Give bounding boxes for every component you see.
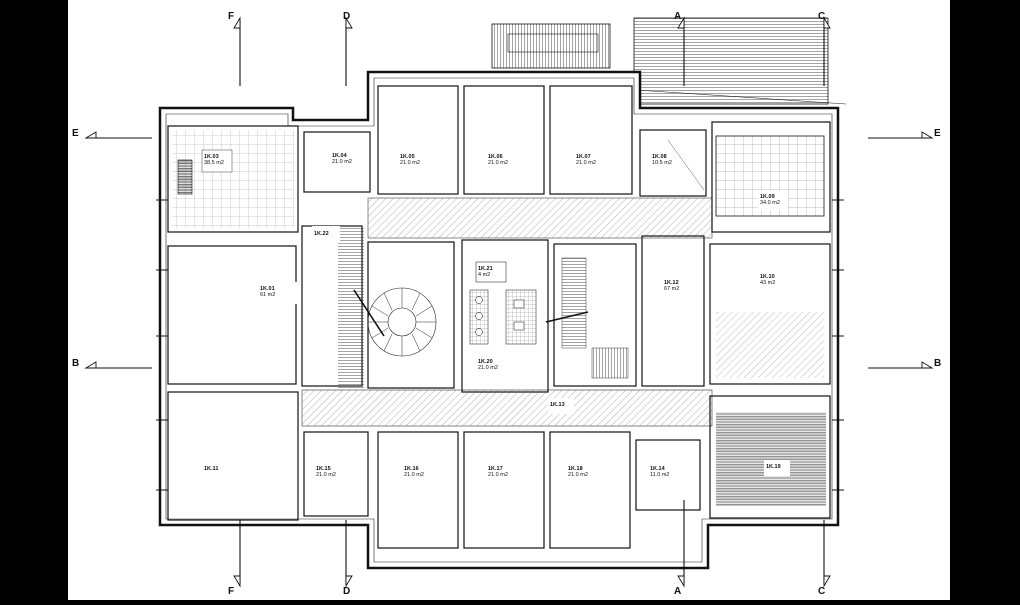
- room-1K-06-area: 21.0 m2: [488, 160, 508, 166]
- section-label-d-bottom: D: [343, 586, 350, 597]
- room-1K-16-id: 1K.16: [404, 466, 419, 472]
- room-1K-17-area: 21.0 m2: [488, 472, 508, 478]
- room-1K-09-area: 34.0 m2: [760, 200, 780, 206]
- room-1K-12-area: 67 m2: [664, 286, 679, 292]
- room-1K-10-id: 1K.10: [760, 274, 775, 280]
- top-stair-annex: [491, 17, 847, 105]
- section-label-f-bottom: F: [228, 586, 234, 597]
- room-1K-08-area: 10.5 m2: [652, 160, 672, 166]
- section-label-c-top: C: [818, 11, 825, 22]
- room-1K-08: 1K.08 10.5 m2: [639, 129, 707, 197]
- room-1K-11-id: 1K.11: [204, 466, 218, 472]
- room-1K-04-area: 21.0 m2: [332, 159, 352, 165]
- section-label-e-left: E: [72, 128, 79, 139]
- section-label-d-top: D: [343, 11, 350, 22]
- room-1K-16: 1K.16 21.0 m2: [377, 431, 459, 549]
- room-1K-05-id: 1K.05: [400, 154, 415, 160]
- main-stair-hall: [353, 241, 455, 389]
- drawing-sheet: 1K.03 38.5 m2 1K.04 21.0 m2 1K.05 21.0 m…: [68, 0, 950, 600]
- room-1K-16-area: 21.0 m2: [404, 472, 424, 478]
- room-1K-12-id: 1K.12: [664, 280, 679, 286]
- room-1K-03-id: 1K.03: [204, 154, 219, 160]
- section-lines: [88, 20, 930, 584]
- room-1K-11: 1K.11: [167, 391, 299, 521]
- window-ticks: [156, 199, 844, 491]
- room-1K-20-area: 21.0 m2: [478, 365, 498, 371]
- room-1K-13-id: 1K.13: [550, 402, 565, 408]
- room-1K-22: 1K.22: [312, 226, 340, 242]
- room-1K-14: 1K.14 11.0 m2: [635, 439, 701, 511]
- room-1K-19: 1K.19: [709, 395, 831, 519]
- room-1K-01-area: 61 m2: [260, 292, 275, 298]
- section-arrows: [84, 16, 934, 588]
- room-1K-14-id: 1K.14: [650, 466, 666, 472]
- room-1K-12: 1K.12 67 m2: [641, 235, 705, 387]
- section-label-a-top: A: [674, 11, 681, 22]
- room-1K-18: 1K.18 21.0 m2: [549, 431, 631, 549]
- room-1K-19-id: 1K.19: [766, 464, 781, 470]
- room-1K-15-id: 1K.15: [316, 466, 331, 472]
- room-1K-01: 1K.01 61 m2: [167, 245, 302, 385]
- room-1K-17: 1K.17 21.0 m2: [463, 431, 545, 549]
- section-label-b-left: B: [72, 358, 79, 369]
- room-1K-05: 1K.05 21.0 m2: [377, 85, 459, 195]
- room-1K-07: 1K.07 21.0 m2: [549, 85, 633, 195]
- floor-plan: 1K.03 38.5 m2 1K.04 21.0 m2 1K.05 21.0 m…: [72, 11, 941, 597]
- room-1K-07-area: 21.0 m2: [576, 160, 596, 166]
- room-1K-08-id: 1K.08: [652, 154, 667, 160]
- room-1K-21-id: 1K.21: [478, 266, 493, 272]
- room-1K-06: 1K.06 21.0 m2: [463, 85, 545, 195]
- section-label-f-top: F: [228, 11, 234, 22]
- room-1K-21-area: 4 m2: [478, 272, 490, 278]
- room-1K-10-area: 43 m2: [760, 280, 775, 286]
- room-1K-18-area: 21.0 m2: [568, 472, 588, 478]
- room-1K-01-id: 1K.01: [260, 286, 275, 292]
- room-1K-14-area: 11.0 m2: [650, 472, 669, 478]
- room-1K-06-id: 1K.06: [488, 154, 503, 160]
- room-1K-15: 1K.15 21.0 m2: [303, 431, 369, 517]
- section-label-b-right: B: [934, 358, 941, 369]
- room-1K-04-id: 1K.04: [332, 153, 348, 159]
- room-1K-18-id: 1K.18: [568, 466, 583, 472]
- room-1K-10: 1K.10 43 m2: [709, 243, 831, 385]
- room-1K-22-id: 1K.22: [314, 231, 329, 237]
- section-label-a-bottom: A: [674, 586, 681, 597]
- section-labels: F D A C F D A C E E B B: [72, 11, 941, 597]
- room-1K-09-id: 1K.09: [760, 194, 775, 200]
- room-1K-03-area: 38.5 m2: [204, 160, 224, 166]
- room-1K-20-id: 1K.20: [478, 359, 493, 365]
- room-1K-04: 1K.04 21.0 m2: [303, 131, 371, 193]
- room-1K-15-area: 21.0 m2: [316, 472, 336, 478]
- secondary-stair: [545, 243, 637, 387]
- section-label-c-bottom: C: [818, 586, 825, 597]
- room-1K-07-id: 1K.07: [576, 154, 591, 160]
- room-1K-09: 1K.09 34.0 m2: [711, 121, 831, 233]
- central-core: 1K.21 4 m2 1K.20 21.0 m2: [461, 239, 549, 393]
- room-1K-05-area: 21.0 m2: [400, 160, 420, 166]
- south-corridor: 1K.13: [301, 389, 713, 427]
- room-1K-03: 1K.03 38.5 m2: [167, 125, 299, 233]
- room-1K-17-id: 1K.17: [488, 466, 503, 472]
- section-label-e-right: E: [934, 128, 941, 139]
- north-corridor: [367, 197, 713, 239]
